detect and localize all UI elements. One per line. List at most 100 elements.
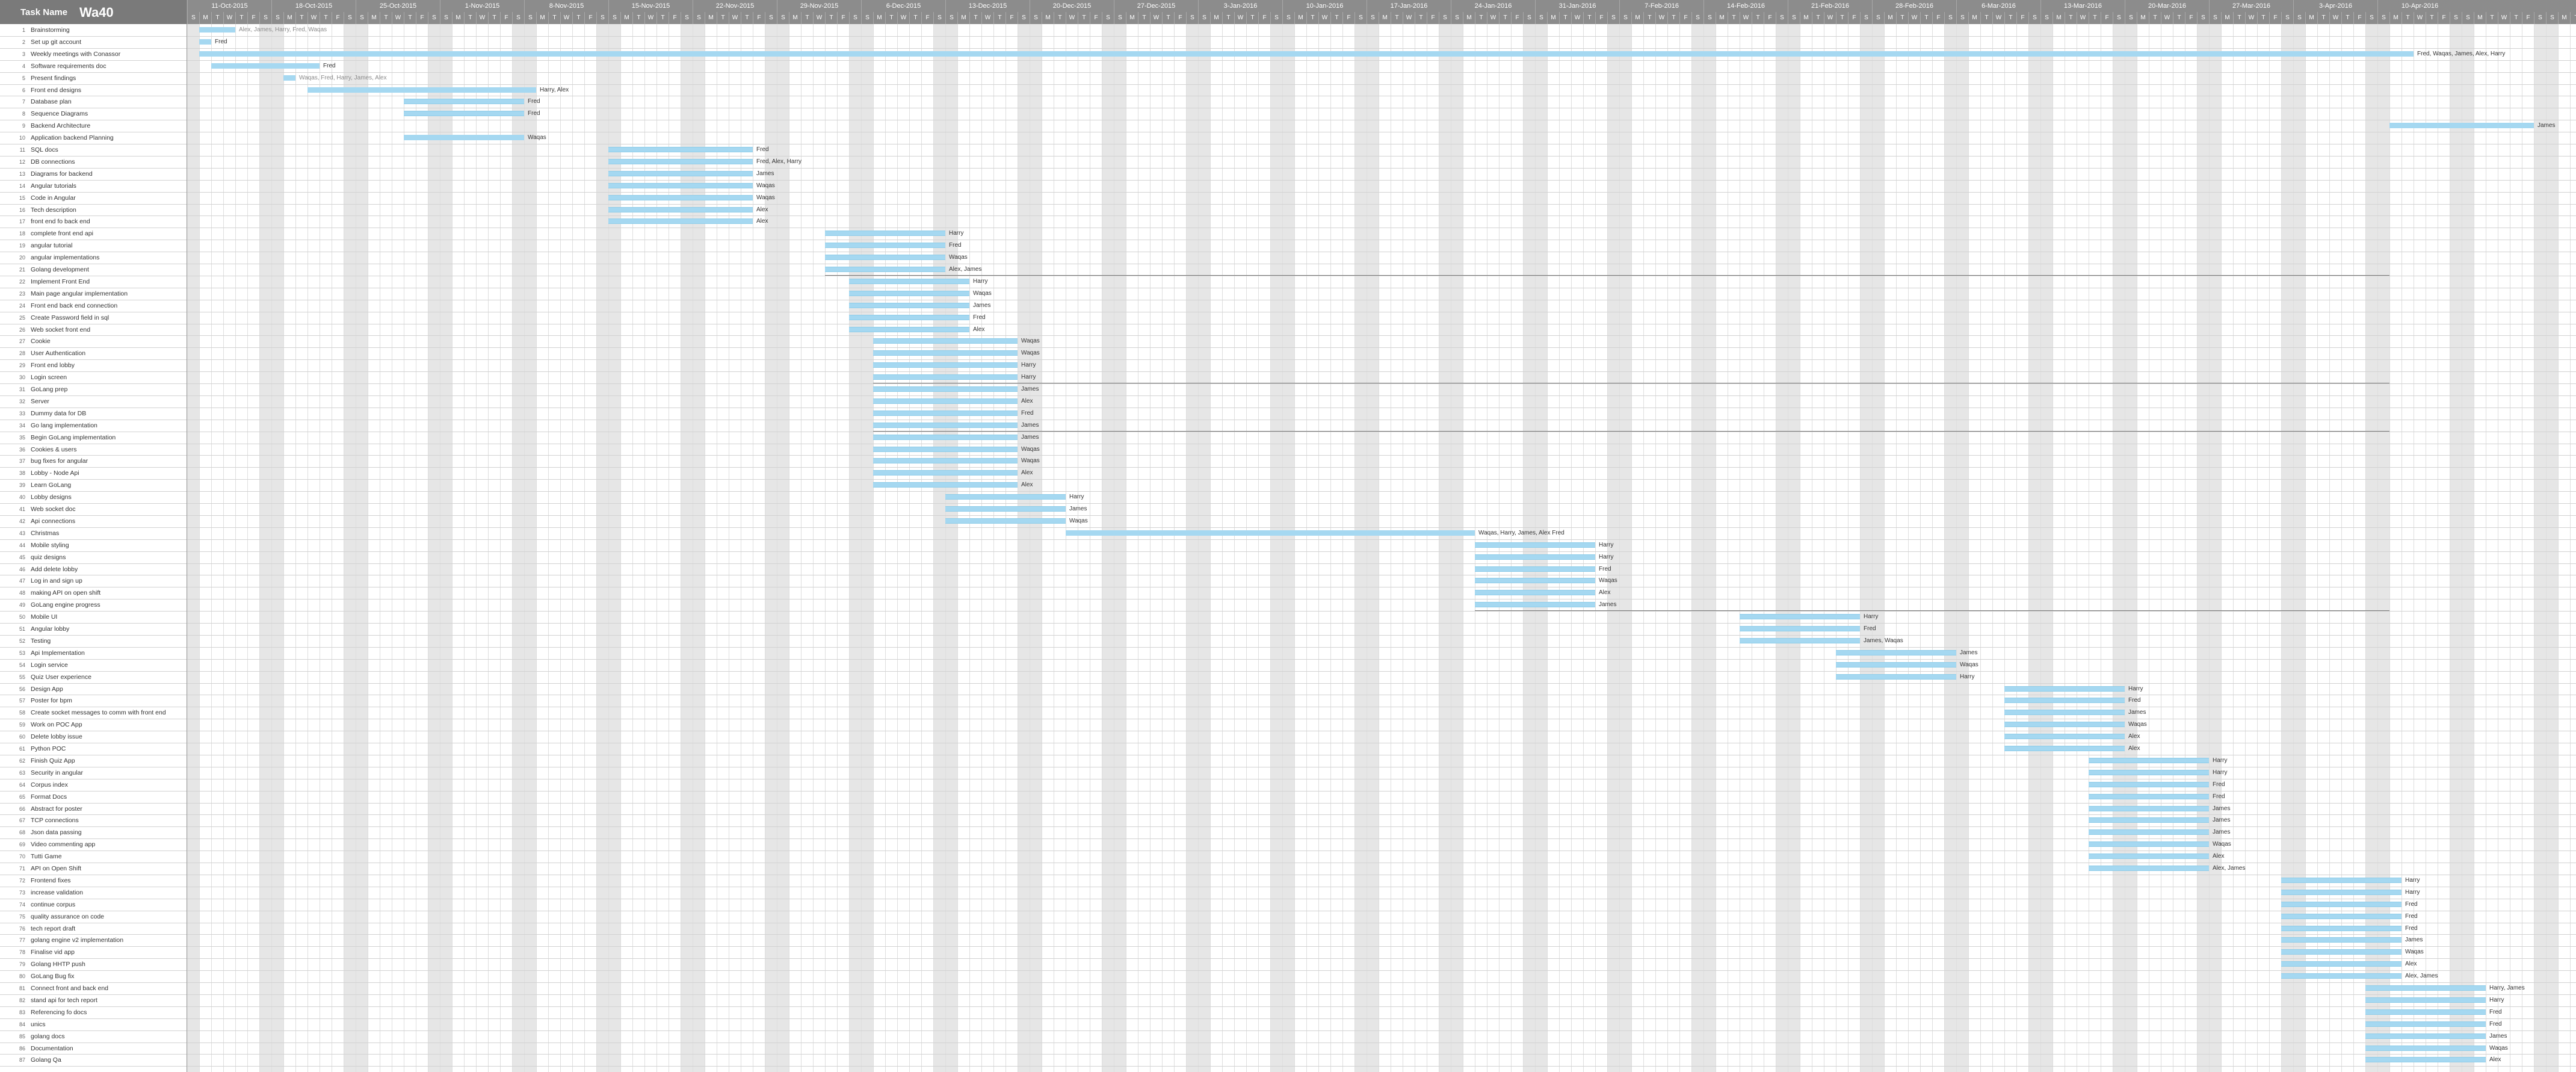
task-bar[interactable] — [608, 194, 753, 200]
task-bar[interactable] — [199, 39, 211, 45]
task-bar[interactable] — [2365, 1033, 2486, 1039]
task-bar[interactable] — [945, 494, 1066, 500]
task-bar[interactable] — [404, 99, 524, 105]
task-name[interactable]: Work on POC App — [31, 721, 82, 729]
task-name[interactable]: Implement Front End — [31, 277, 90, 285]
task-name[interactable]: TCP connections — [31, 817, 79, 825]
task-name[interactable]: Format Docs — [31, 793, 67, 801]
task-bar[interactable] — [1475, 566, 1595, 572]
task-name[interactable]: Abstract for poster — [31, 805, 82, 813]
task-bar[interactable] — [1475, 578, 1595, 584]
task-name[interactable]: DB connections — [31, 158, 75, 166]
task-name[interactable]: Front end lobby — [31, 362, 75, 370]
task-bar[interactable] — [1740, 614, 1860, 620]
task-name[interactable]: User Authentication — [31, 350, 86, 358]
task-bar[interactable] — [873, 422, 1018, 428]
task-bar[interactable] — [873, 338, 1018, 344]
task-name[interactable]: GoLang engine progress — [31, 601, 100, 609]
task-bar[interactable] — [2089, 854, 2209, 860]
task-bar[interactable] — [1836, 661, 1956, 668]
task-bar[interactable] — [1475, 590, 1595, 596]
task-name[interactable]: Mobile UI — [31, 613, 58, 621]
task-name[interactable]: Login service — [31, 661, 68, 669]
task-name[interactable]: Begin GoLang implementation — [31, 433, 116, 441]
task-name[interactable]: GoLang prep — [31, 386, 68, 393]
task-name[interactable]: API on Open Shift — [31, 865, 82, 872]
task-name[interactable]: Tutti Game — [31, 853, 62, 861]
task-name[interactable]: Quiz User experience — [31, 673, 91, 681]
task-name[interactable]: angular tutorial — [31, 242, 73, 250]
task-bar[interactable] — [2004, 734, 2125, 740]
task-name[interactable]: Create socket messages to comm with fron… — [31, 709, 166, 717]
task-bar[interactable] — [873, 410, 1018, 416]
task-name[interactable]: Application backend Planning — [31, 134, 114, 142]
task-bar[interactable] — [2004, 722, 2125, 728]
task-bar[interactable] — [2089, 769, 2209, 775]
task-name[interactable]: golang docs — [31, 1032, 65, 1040]
task-bar[interactable] — [873, 434, 1018, 440]
task-name[interactable]: Video commenting app — [31, 841, 96, 849]
task-name[interactable]: Server — [31, 397, 49, 405]
task-name[interactable]: Cookies & users — [31, 445, 77, 453]
task-bar[interactable] — [1475, 542, 1595, 548]
task-bar[interactable] — [2004, 746, 2125, 751]
task-bar[interactable] — [2004, 710, 2125, 716]
task-bar[interactable] — [2281, 925, 2401, 931]
task-name[interactable]: continue corpus — [31, 900, 76, 908]
task-bar[interactable] — [2089, 781, 2209, 787]
task-bar[interactable] — [608, 158, 753, 164]
task-bar[interactable] — [873, 386, 1018, 392]
task-bar[interactable] — [199, 27, 235, 33]
task-bar[interactable] — [2365, 985, 2486, 991]
task-bar[interactable] — [608, 182, 753, 188]
task-name[interactable]: Golang development — [31, 266, 89, 273]
task-name[interactable]: quiz designs — [31, 553, 66, 561]
task-bar[interactable] — [404, 111, 524, 117]
task-bar[interactable] — [1740, 637, 1860, 643]
task-name[interactable]: Front end back end connection — [31, 302, 118, 309]
task-bar[interactable] — [1836, 649, 1956, 655]
task-name[interactable]: Brainstorming — [31, 26, 70, 34]
task-bar[interactable] — [199, 51, 2414, 57]
task-bar[interactable] — [2089, 805, 2209, 811]
task-bar[interactable] — [1740, 626, 1860, 631]
task-bar[interactable] — [2389, 123, 2534, 129]
task-name[interactable]: Angular lobby — [31, 625, 70, 633]
task-bar[interactable] — [2365, 1057, 2486, 1063]
task-name[interactable]: Sequence Diagrams — [31, 110, 88, 118]
task-bar[interactable] — [2089, 793, 2209, 799]
task-bar[interactable] — [2365, 1021, 2486, 1027]
task-name[interactable]: Mobile styling — [31, 541, 69, 549]
task-bar[interactable] — [1475, 554, 1595, 560]
task-name[interactable]: stand api for tech report — [31, 996, 97, 1004]
task-name[interactable]: Front end designs — [31, 86, 82, 94]
task-name[interactable]: GoLang Bug fix — [31, 973, 75, 981]
task-bar[interactable] — [2281, 877, 2401, 883]
task-bar[interactable] — [825, 255, 945, 261]
task-bar[interactable] — [873, 374, 1018, 380]
task-name[interactable]: unics — [31, 1020, 46, 1028]
task-name[interactable]: increase validation — [31, 888, 83, 896]
task-bar[interactable] — [2089, 817, 2209, 823]
task-name[interactable]: Main page angular implementation — [31, 290, 128, 297]
task-bar[interactable] — [2365, 997, 2486, 1003]
task-bar[interactable] — [211, 63, 320, 69]
task-name[interactable]: Finish Quiz App — [31, 757, 75, 764]
task-bar[interactable] — [2004, 698, 2125, 704]
task-name[interactable]: Referencing fo docs — [31, 1008, 87, 1016]
task-name[interactable]: Design App — [31, 685, 63, 693]
task-name[interactable]: Dummy data for DB — [31, 409, 87, 417]
task-bar[interactable] — [873, 470, 1018, 476]
task-name[interactable]: Poster for bpm — [31, 697, 72, 705]
task-bar[interactable] — [2089, 866, 2209, 871]
task-bar[interactable] — [2281, 901, 2401, 907]
task-name[interactable]: tech report draft — [31, 925, 76, 932]
task-name[interactable]: Set up git account — [31, 38, 82, 46]
task-name[interactable]: Corpus index — [31, 781, 68, 789]
task-name[interactable]: complete front end api — [31, 230, 93, 238]
task-bar[interactable] — [2281, 913, 2401, 919]
task-bar[interactable] — [945, 506, 1066, 512]
task-name[interactable]: front end fo back end — [31, 218, 90, 226]
task-bar[interactable] — [404, 135, 524, 141]
task-name[interactable]: bug fixes for angular — [31, 457, 88, 465]
